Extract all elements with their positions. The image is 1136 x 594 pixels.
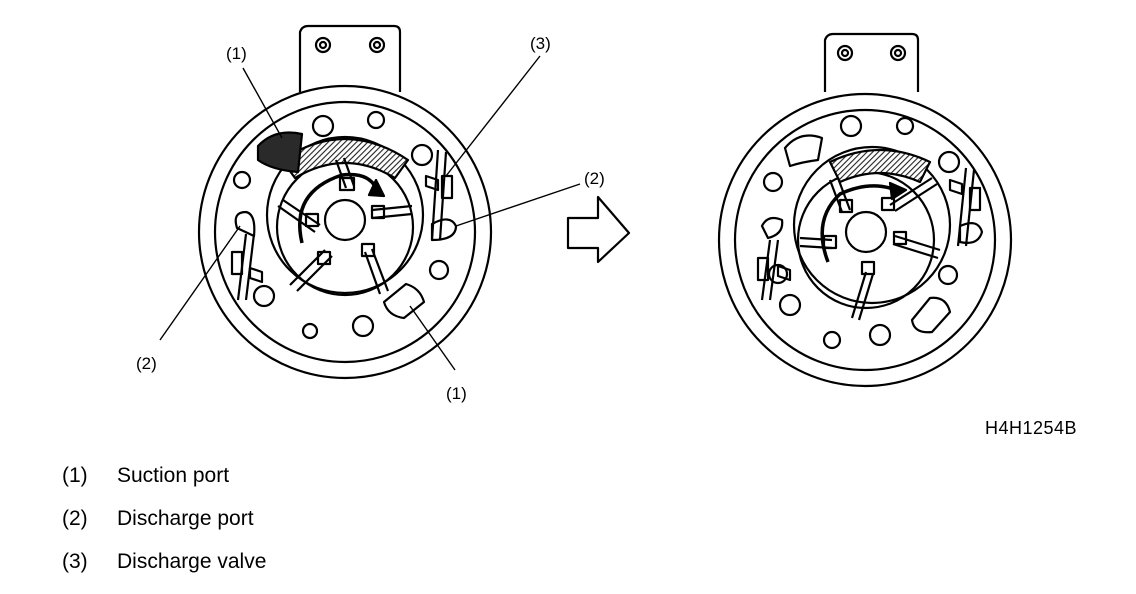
legend-label: Discharge port bbox=[117, 507, 254, 530]
legend-label: Discharge valve bbox=[117, 550, 267, 573]
legend-item: (2) Discharge port bbox=[62, 507, 266, 550]
housing-holes bbox=[232, 110, 450, 340]
figure-code: H4H1254B bbox=[985, 418, 1078, 438]
legend-number: (2) bbox=[62, 507, 88, 530]
vanes bbox=[277, 157, 413, 295]
compressor-left bbox=[197, 24, 493, 380]
callout-suction-top: (1) bbox=[226, 44, 247, 63]
cylinder bbox=[792, 145, 952, 305]
legend: (1) Suction port (2) Discharge port (3) … bbox=[62, 464, 266, 593]
right-arrow-outline-icon bbox=[566, 195, 631, 264]
compressor-right bbox=[717, 32, 1013, 388]
mounting-bracket bbox=[823, 32, 920, 92]
legend-item: (1) Suction port bbox=[62, 464, 266, 507]
cylinder bbox=[265, 135, 425, 295]
bracket-bolt-hole bbox=[836, 44, 854, 62]
rotation-arrow bbox=[298, 172, 378, 244]
inner-housing bbox=[733, 108, 997, 372]
suction-port-top bbox=[783, 134, 824, 168]
compressor-diagram: (1) (3) (2) (2) (1) bbox=[136, 24, 1013, 403]
compression-zone-hatched bbox=[828, 148, 932, 184]
legend-item: (3) Discharge valve bbox=[62, 550, 266, 593]
callout-leaders bbox=[159, 55, 581, 371]
bracket-bolt-hole bbox=[889, 44, 907, 62]
mounting-bracket bbox=[298, 24, 402, 92]
suction-port-bottom bbox=[910, 296, 952, 334]
vanes bbox=[799, 177, 941, 321]
discharge-port-left bbox=[234, 210, 256, 238]
legend-number: (1) bbox=[62, 464, 88, 487]
legend-label: Suction port bbox=[117, 464, 230, 487]
shaft bbox=[844, 210, 888, 254]
bracket-bolt-hole bbox=[314, 36, 332, 54]
suction-port-top bbox=[256, 131, 304, 174]
callout-discharge-right: (2) bbox=[584, 169, 605, 188]
callout-discharge-valve: (3) bbox=[530, 34, 551, 53]
rotation-arrow bbox=[820, 184, 897, 263]
suction-port-bottom bbox=[382, 282, 426, 320]
discharge-port-left bbox=[760, 216, 784, 240]
discharge-valves bbox=[756, 167, 982, 301]
inner-housing bbox=[213, 100, 477, 364]
outer-housing bbox=[197, 84, 493, 380]
shaft bbox=[323, 198, 367, 242]
callout-discharge-left: (2) bbox=[136, 354, 157, 373]
legend-number: (3) bbox=[62, 550, 88, 573]
bracket-bolt-hole bbox=[368, 36, 386, 54]
outer-housing bbox=[717, 92, 1013, 388]
callout-suction-bottom: (1) bbox=[446, 384, 467, 403]
discharge-valves bbox=[230, 149, 454, 301]
